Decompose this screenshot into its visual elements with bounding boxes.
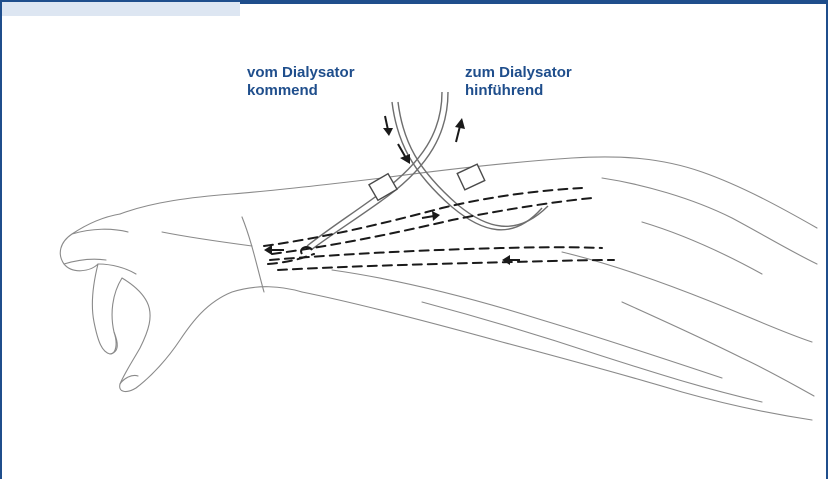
label-to-dialyzer: zum Dialysator hinführend (465, 64, 572, 100)
fixation-clip-left (369, 174, 397, 201)
vessel-line-3 (270, 247, 602, 260)
label-to-line2: hinführend (465, 82, 572, 100)
wrist-crease (242, 217, 264, 292)
label-from-line1: vom Dialysator (247, 64, 355, 82)
flow-arrow-down-1 (383, 116, 393, 136)
muscle-line-5 (602, 178, 817, 264)
label-to-line1: zum Dialysator (465, 64, 572, 82)
muscle-line-2 (422, 302, 762, 402)
forearm-sketch (60, 157, 817, 420)
hand-outline (60, 214, 302, 391)
flow-arrow-left (502, 255, 520, 265)
flow-arrow-up (455, 118, 465, 142)
finger-line-3 (72, 229, 128, 234)
label-from-line2: kommend (247, 82, 355, 100)
label-from-dialyzer: vom Dialysator kommend (247, 64, 355, 100)
muscle-line-6 (642, 222, 762, 274)
vessel-line-4 (278, 260, 614, 270)
tube-from-dialyzer (392, 102, 548, 230)
tendon-line (162, 232, 252, 246)
finger-line-2 (98, 264, 136, 274)
muscle-line-4 (622, 302, 814, 396)
vessel-line-2 (272, 198, 592, 254)
thumb-nail (120, 375, 138, 384)
muscle-line-3 (562, 252, 812, 342)
vessel-dashed-lines (264, 188, 614, 270)
muscle-line-1 (332, 270, 722, 378)
finger-line-1 (64, 259, 106, 264)
